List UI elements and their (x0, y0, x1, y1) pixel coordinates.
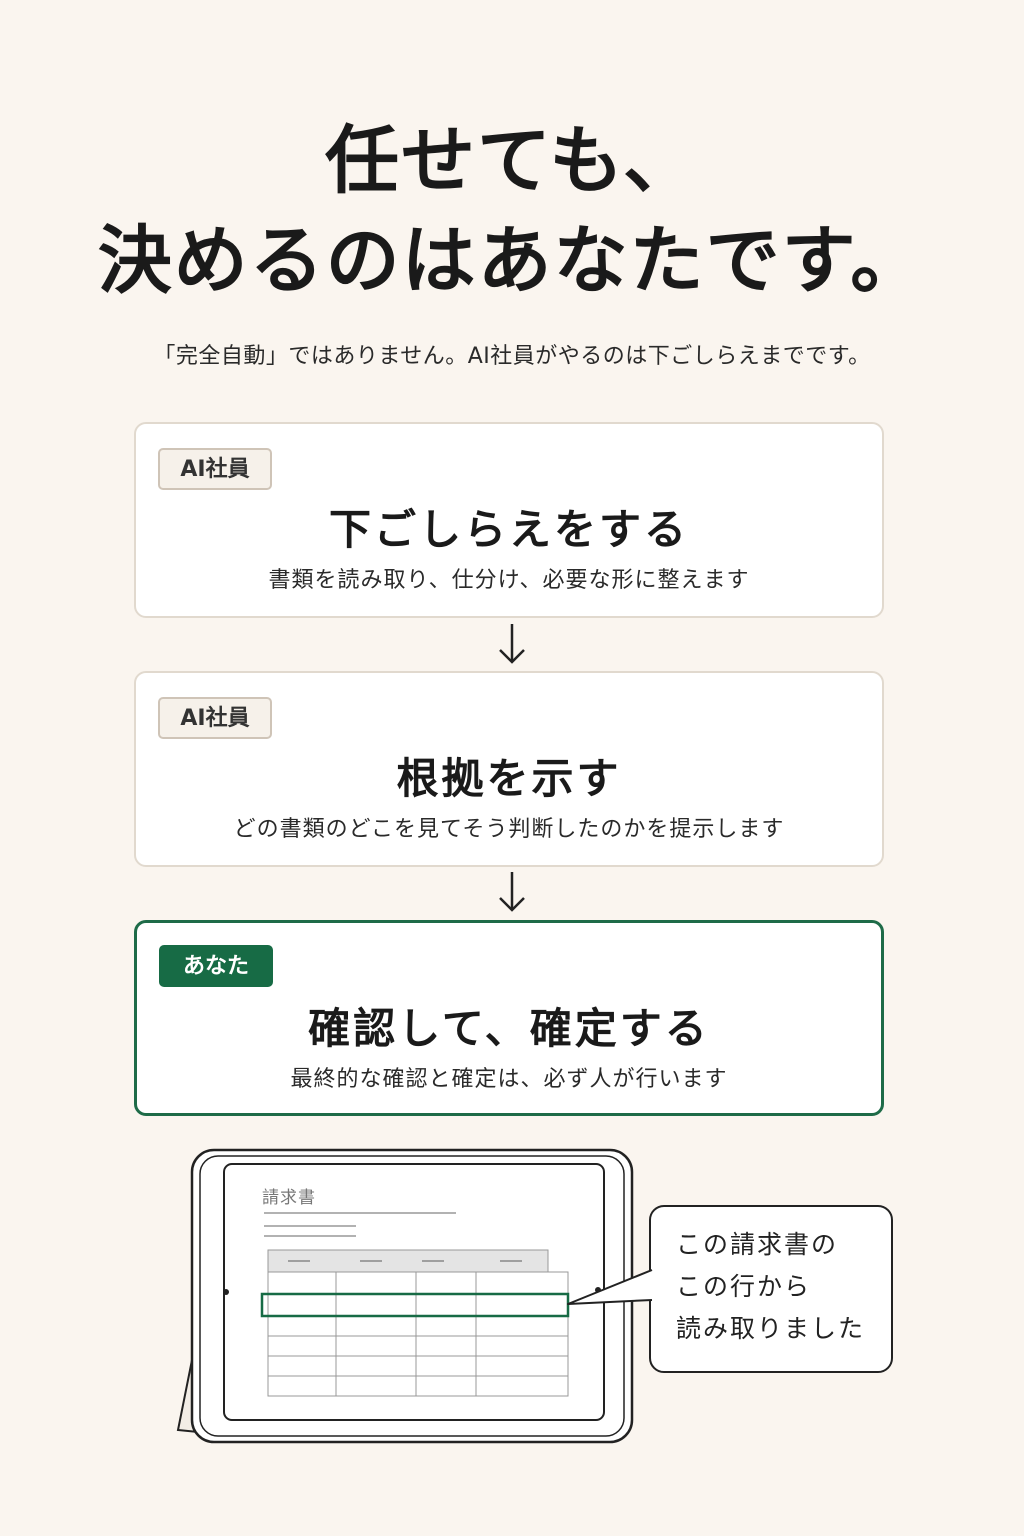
arrow-down-icon (499, 624, 525, 664)
step-card-prep: AI社員 下ごしらえをする 書類を読み取り、仕分け、必要な形に整えます (134, 422, 884, 618)
step-title: 下ごしらえをする (328, 505, 689, 554)
step-card-confirm: あなた 確認して、確定する 最終的な確認と確定は、必ず人が行います (134, 920, 884, 1116)
step-badge: あなた (159, 945, 273, 987)
document-title: 請求書 (262, 1188, 316, 1208)
step-badge: AI社員 (158, 697, 272, 739)
step-badge: AI社員 (158, 448, 272, 490)
bubble-line: この行から (676, 1272, 812, 1301)
bubble-line: この請求書の (676, 1230, 839, 1259)
speech-bubble (567, 1205, 893, 1373)
speech-bubble-text: この請求書の この行から 読み取りました (676, 1224, 886, 1350)
intro-text: 「完全自動」ではありません。AI社員がやるのは下ごしらえまでです。 (153, 344, 871, 369)
bubble-line: 読み取りました (676, 1314, 866, 1343)
tablet-illustration (176, 1148, 634, 1444)
speech-bubble-content: この請求書の この行から 読み取りました (550, 1200, 900, 1380)
step-title: 確認して、確定する (308, 1004, 710, 1053)
headline-line-1: 任せても、 (324, 118, 700, 204)
step-description: どの書類のどこを見てそう判断したのかを提示します (233, 817, 785, 842)
arrow-down-icon (499, 872, 525, 912)
step-title: 根拠を示す (396, 754, 622, 803)
step-description: 書類を読み取り、仕分け、必要な形に整えます (268, 568, 750, 593)
step-card-evidence: AI社員 根拠を示す どの書類のどこを見てそう判断したのかを提示します (134, 671, 884, 867)
step-description: 最終的な確認と確定は、必ず人が行います (290, 1067, 728, 1092)
headline-line-2: 決めるのはあなたです。 (97, 218, 927, 304)
